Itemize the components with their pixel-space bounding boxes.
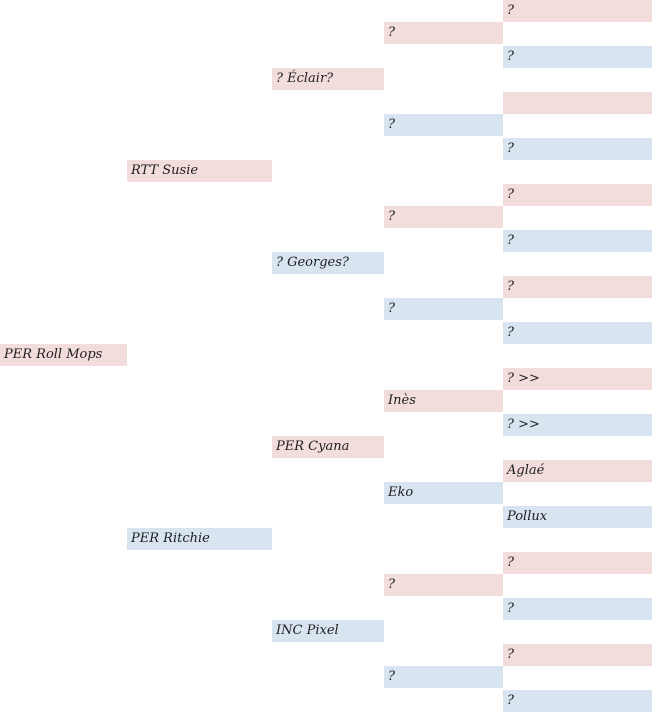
gen4-dam-dam-sire-sire: ? [503,138,652,160]
gen1-dam: RTT Susie [127,160,272,182]
gen4-sire-sire-sire-sire: ? [503,690,652,712]
gen3-dam-sire-dam: ? [384,206,503,228]
subject-cat: PER Roll Mops [0,344,127,366]
gen4-dam-sire-dam-dam: ? [503,184,652,206]
gen3-dam-dam-sire: ? [384,114,503,136]
gen4-dam-sire-dam-sire: ? [503,230,652,252]
gen4-dam-dam-dam-dam: ? [503,0,652,22]
gen4-sire-sire-sire-dam: ? [503,644,652,666]
gen3-dam-dam-dam: ? [384,22,503,44]
gen3-sire-dam-dam: Inès [384,390,503,412]
gen4-sire-dam-dam-dam[interactable]: ? >> [503,368,652,390]
gen4-sire-dam-dam-sire[interactable]: ? >> [503,414,652,436]
gen4-dam-dam-dam-sire: ? [503,46,652,68]
gen3-sire-sire-sire: ? [384,666,503,688]
gen3-sire-sire-dam: ? [384,574,503,596]
gen2-dam-sire: ? Georges? [272,252,384,274]
gen4-dam-dam-sire-dam [503,92,652,114]
gen1-sire: PER Ritchie [127,528,272,550]
gen3-dam-sire-sire: ? [384,298,503,320]
gen2-sire-dam: PER Cyana [272,436,384,458]
gen3-sire-dam-sire: Eko [384,482,503,504]
gen4-dam-sire-sire-dam: ? [503,276,652,298]
gen2-sire-sire: INC Pixel [272,620,384,642]
gen4-sire-sire-dam-sire: ? [503,598,652,620]
gen4-sire-dam-sire-sire: Pollux [503,506,652,528]
gen4-dam-sire-sire-sire: ? [503,322,652,344]
gen4-sire-sire-dam-dam: ? [503,552,652,574]
gen2-dam-dam: ? Éclair? [272,68,384,90]
gen4-sire-dam-sire-dam: Aglaé [503,460,652,482]
